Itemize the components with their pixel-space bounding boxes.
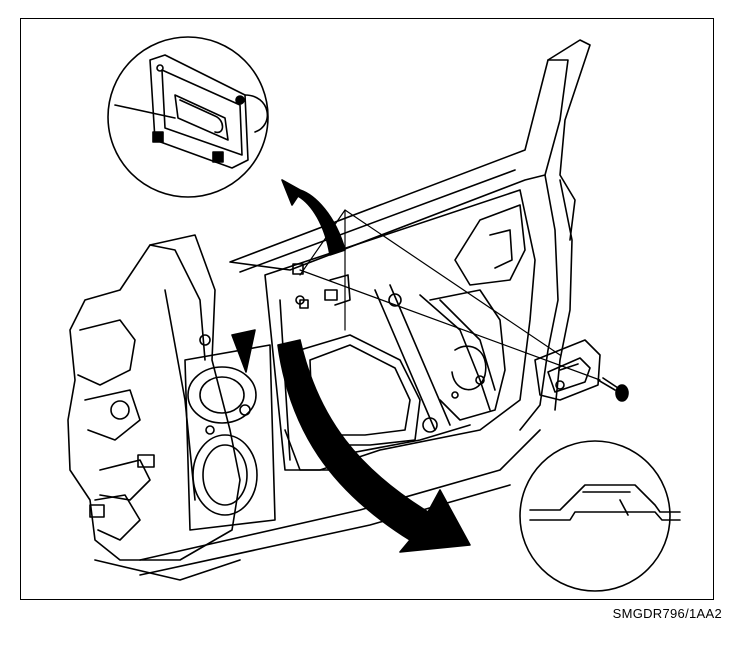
leader-lines (299, 209, 601, 381)
handle-bezel-detail-icon (107, 36, 269, 198)
figure-reference-code: SMGDR796/1AA2 (612, 606, 722, 621)
arrow-down-icon (231, 329, 256, 373)
arrow-sweep-icon (277, 339, 471, 553)
clip-detail-icon (519, 440, 681, 592)
screw-icon (597, 377, 629, 402)
figure-frame (20, 18, 714, 600)
handle-bezel (534, 339, 601, 401)
inner-panel (184, 204, 526, 531)
door-shell (94, 39, 591, 581)
hinge-pillar (67, 234, 241, 561)
arrow-up-icon (281, 179, 346, 256)
